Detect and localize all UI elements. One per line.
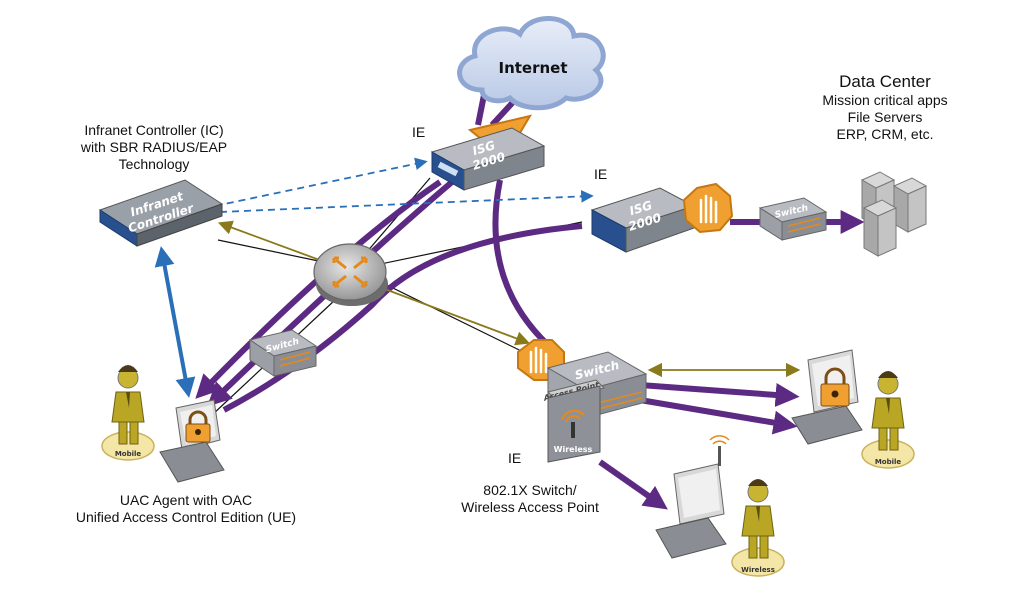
router-arrows-icon xyxy=(332,256,368,288)
ic-caption: Infranet Controller (IC) with SBR RADIUS… xyxy=(64,122,244,173)
laptop-wireless-signal-icon xyxy=(709,435,730,445)
isg-right-tag: IE xyxy=(594,166,608,182)
access-point-wireless-label: Wireless xyxy=(554,445,593,454)
arrow-switch-laptop-2 xyxy=(639,397,798,435)
user-right-label: Mobile xyxy=(875,458,902,466)
dashed-ic-isg-top xyxy=(214,157,428,207)
data-center-line1: Mission critical apps xyxy=(822,92,948,108)
laptop-wireless xyxy=(655,435,730,559)
user-left-mobile: Mobile xyxy=(101,365,155,461)
wireless-signal-icon xyxy=(561,409,585,423)
user-left-label: Mobile xyxy=(115,450,142,458)
data-center-title: Data Center xyxy=(839,72,931,91)
link-router-isg-top xyxy=(359,177,431,261)
user-right-mobile: Mobile xyxy=(861,371,915,469)
server-3 xyxy=(862,199,898,257)
isg-top-tag: IE xyxy=(412,124,426,140)
ic-caption-line3: Technology xyxy=(118,156,190,172)
infranet-controller-device: Infranet Controller xyxy=(98,179,224,247)
internet-label: Internet xyxy=(498,59,567,77)
laptop-left-lock-icon xyxy=(185,410,211,443)
access-switch-caption: 802.1X Switch/ Wireless Access Point xyxy=(440,482,620,516)
uac-caption: UAC Agent with OAC Unified Access Contro… xyxy=(46,492,326,526)
isg-2000-top: ISG 2000 xyxy=(430,114,546,191)
data-center-servers xyxy=(860,171,928,257)
switch-left: Switch xyxy=(248,329,318,377)
isg-top-line1: ISG xyxy=(471,138,497,158)
uac-caption-line1: UAC Agent with OAC xyxy=(119,492,253,508)
isg-right-line1: ISG xyxy=(628,198,654,218)
switch-datacenter: Switch xyxy=(758,197,828,241)
laptop-right-lock-icon xyxy=(820,367,850,407)
dashed-ic-isg-right xyxy=(219,190,594,213)
link-isg-right-laptop xyxy=(222,223,583,413)
ic-caption-line1: Infranet Controller (IC) xyxy=(84,122,224,138)
access-switch-caption-line1: 802.1X Switch/ xyxy=(483,482,577,498)
server-2 xyxy=(892,177,928,233)
olive-router-switch xyxy=(381,287,531,346)
user-bottom-wireless: Wireless xyxy=(731,479,785,577)
olive-router-ic xyxy=(217,220,326,263)
data-center-line2: File Servers xyxy=(847,109,923,125)
uac-caption-line2: Unified Access Control Edition (UE) xyxy=(75,509,297,525)
isg-2000-right: ISG 2000 xyxy=(590,182,734,253)
laptop-left xyxy=(159,399,225,483)
access-switch-caption-line2: Wireless Access Point xyxy=(461,499,599,515)
user-bottom-label: Wireless xyxy=(741,566,775,574)
ic-caption-line2: with SBR RADIUS/EAP xyxy=(80,139,228,155)
internet-cloud: Internet xyxy=(457,16,606,111)
arrow-switch-laptop-1 xyxy=(639,382,800,407)
access-switch: Switch Access Point Wireless xyxy=(517,339,648,463)
laptop-right xyxy=(791,349,863,445)
data-center-caption: Data Center Mission critical apps File S… xyxy=(790,72,980,143)
data-center-line3: ERP, CRM, etc. xyxy=(836,126,934,142)
access-switch-tag: IE xyxy=(508,450,522,466)
isg-right-stop-sign xyxy=(682,182,734,234)
olive-links xyxy=(217,220,801,378)
link-isg-switch xyxy=(492,179,551,348)
blue-links xyxy=(154,157,594,398)
arrow-ap-wireless-laptop xyxy=(598,459,668,510)
core-router xyxy=(313,243,388,306)
arrow-ic-laptop xyxy=(154,246,196,398)
